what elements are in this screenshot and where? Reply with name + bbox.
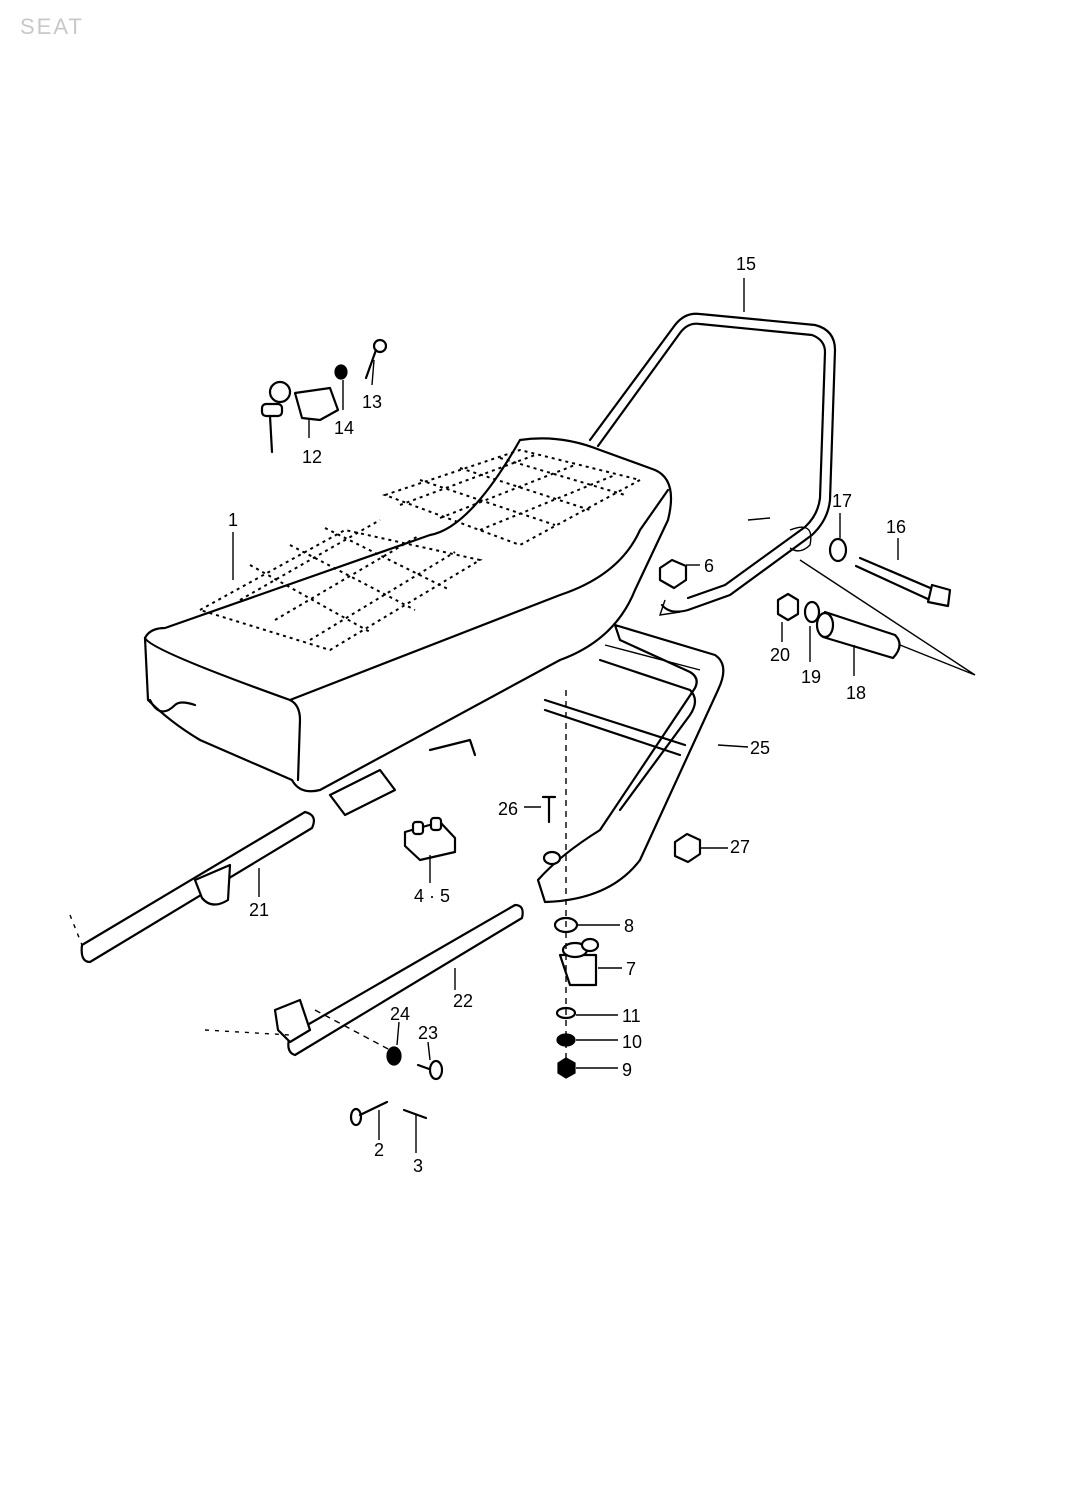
diagram-title: SEAT [20,14,84,39]
assembly-lines [69,690,567,1060]
screw-2 [349,1100,389,1127]
washer-24 [386,1046,402,1066]
rubber-block-4-5 [403,816,457,862]
callout-26: 26 [498,799,518,819]
callout-8: 8 [624,916,634,936]
callout-1: 1 [228,510,238,530]
side-strip-22 [273,903,524,1057]
callout-14: 14 [334,418,354,438]
callout-25: 25 [750,738,770,758]
callout-10: 10 [622,1032,642,1052]
callout-4-5: 4 · 5 [414,886,450,906]
callout-18: 18 [846,683,866,703]
grab-rail [588,312,837,616]
collar-18 [815,610,901,660]
seat-frame [536,623,725,904]
screw-3 [402,1108,428,1120]
bolt-26 [541,795,557,824]
callout-11: 11 [622,1006,641,1026]
washer-14 [334,364,348,380]
callout-3: 3 [413,1156,423,1176]
bolt-16 [854,556,952,608]
seat-lock [260,380,340,454]
washer-17 [828,537,848,563]
washer-19 [803,600,821,624]
callout-labels: 1 2 3 4 · 5 6 7 8 9 10 11 12 13 14 15 16… [228,254,906,1176]
callout-23: 23 [418,1023,438,1043]
nut-20 [776,592,800,622]
bolt-13 [364,338,388,380]
arrow-rail [747,517,771,521]
callout-6: 6 [704,556,714,576]
cap-nut-6 [658,558,688,590]
callout-9: 9 [622,1060,632,1080]
cap-nut-27 [673,832,702,864]
bolt-23 [416,1059,444,1081]
callout-19: 19 [801,667,821,687]
callout-2: 2 [374,1140,384,1160]
callout-15: 15 [736,254,756,274]
damper-7 [558,937,600,987]
callout-12: 12 [302,447,322,467]
callout-17: 17 [832,491,852,511]
side-strip-21 [80,810,315,964]
callout-20: 20 [770,645,790,665]
callout-22: 22 [453,991,473,1011]
nut-9 [557,1057,576,1079]
callout-16: 16 [886,517,906,537]
callout-7: 7 [626,959,636,979]
callout-13: 13 [362,392,382,412]
callout-27: 27 [730,837,750,857]
callout-21: 21 [249,900,269,920]
callout-24: 24 [390,1004,410,1024]
seat [143,437,673,817]
leader-lines-rail [799,559,976,676]
callout-leaders [232,278,899,1153]
